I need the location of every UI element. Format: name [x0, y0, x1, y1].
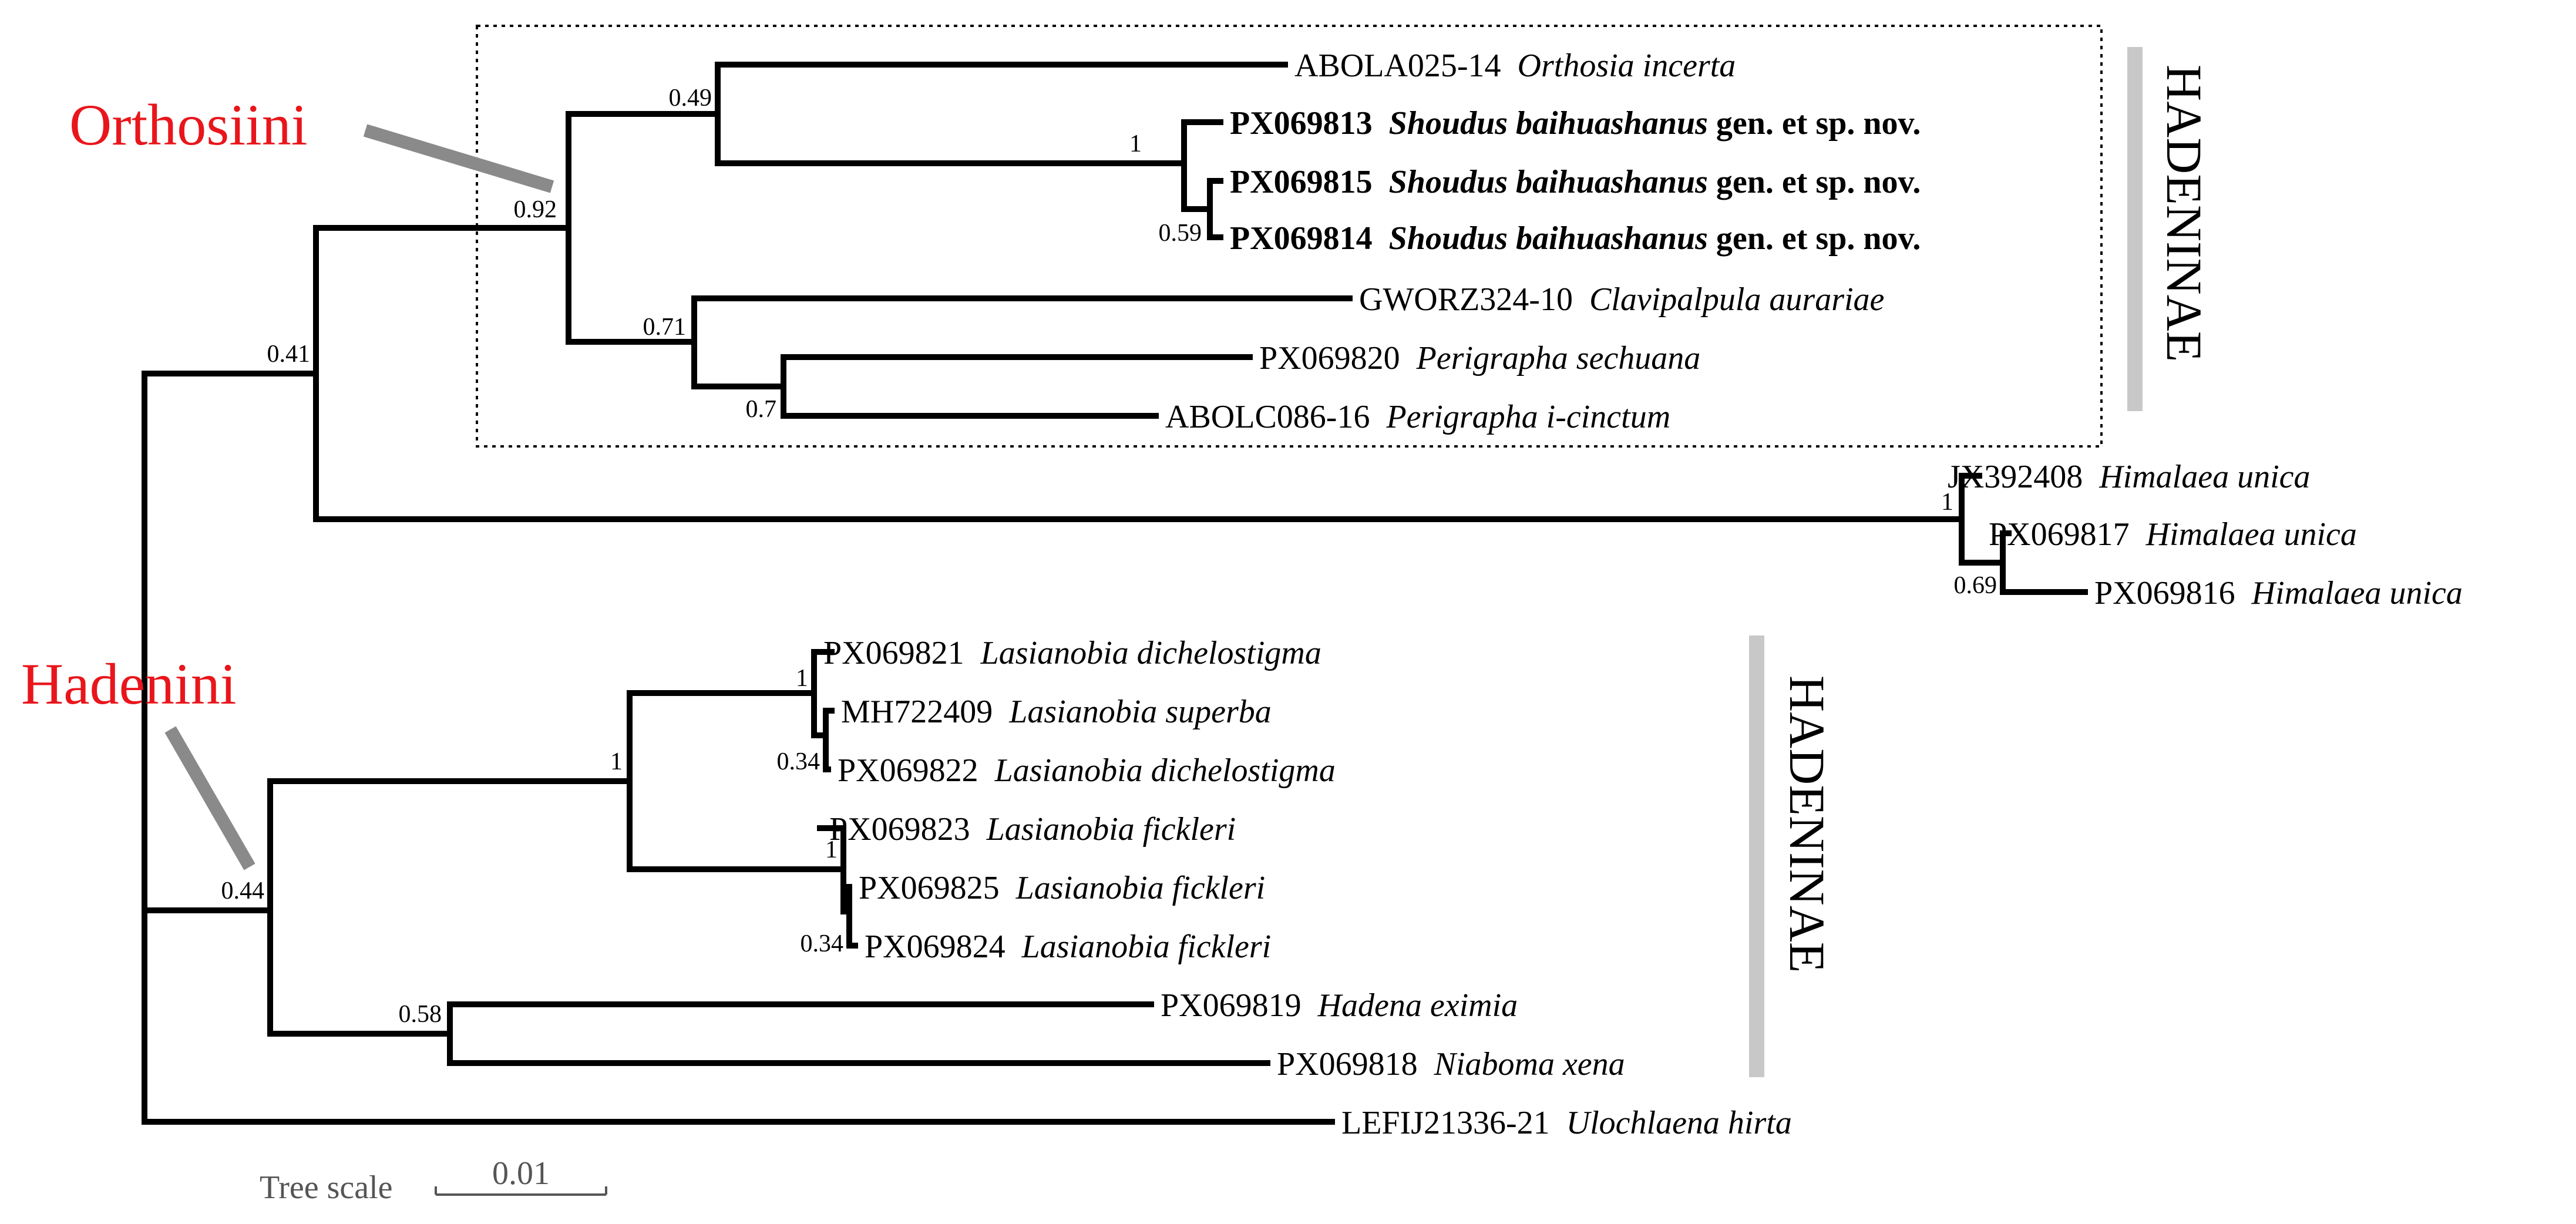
support-value: 0.44	[221, 877, 265, 904]
support-value: 1	[796, 665, 808, 692]
leaf-accession: PX069822	[838, 752, 995, 789]
leaf-label: PX069819 Hadena eximia	[1161, 987, 1518, 1024]
leaf-species: Lasianobia fickleri	[1021, 929, 1272, 965]
leaf-label: MH722409 Lasianobia superba	[841, 694, 1272, 730]
support-value: 0.59	[1159, 220, 1202, 247]
support-values: 0.49 1 0.59 0.92 0.71 0.7 0.41 1 0.69 1 0.34 1 0.34 1…	[221, 85, 1997, 1028]
leaf-species: Shoudus baihuashanus	[1389, 105, 1708, 142]
leaf-accession: PX069814	[1230, 220, 1389, 257]
leaf-label: LEFIJ21336-21 Ulochlaena hirta	[1341, 1105, 1792, 1141]
leaf-label: PX069817 Himalaea unica	[1989, 516, 2357, 553]
leaf-accession: ABOLA025-14	[1294, 48, 1518, 84]
orthosiini-arrow	[363, 124, 554, 193]
support-value: 0.69	[1954, 572, 1997, 599]
leaf-species: Lasianobia fickleri	[986, 811, 1236, 848]
leaf-species: Lasianobia fickleri	[1015, 870, 1266, 906]
leaf-accession: PX069818	[1277, 1046, 1434, 1082]
support-value: 0.34	[777, 748, 820, 775]
leaf-accession: PX069823	[829, 811, 987, 848]
leaf-species: Ulochlaena hirta	[1566, 1105, 1792, 1141]
subfamily-label-bottom: HADENINAE	[1779, 675, 1835, 973]
leaf-accession: PX069819	[1161, 987, 1318, 1024]
leaf-accession: PX069813	[1230, 105, 1389, 142]
leaf-accession: PX069816	[2094, 575, 2252, 611]
subfamily-bar-bottom	[1749, 635, 1764, 1077]
tree-scale: Tree scale 0.01	[260, 1155, 607, 1206]
tree-scale-caption: Tree scale	[260, 1169, 393, 1206]
support-value: 0.41	[267, 341, 311, 368]
leaf-accession: PX069825	[859, 870, 1016, 906]
hadenini-label: Hadenini	[21, 651, 237, 717]
tree-branches	[142, 62, 2088, 1125]
support-value: 0.58	[399, 1001, 442, 1028]
leaf-species: Hadena eximia	[1317, 987, 1518, 1024]
support-value: 1	[825, 836, 838, 863]
leaf-accession: PX069824	[865, 929, 1022, 965]
leaf-species: Lasianobia dichelostigma	[980, 635, 1321, 671]
leaf-label: PX069821 Lasianobia dichelostigma	[823, 635, 1321, 671]
support-value: 0.34	[801, 930, 844, 957]
leaf-species: Shoudus baihuashanus	[1389, 220, 1708, 257]
leaf-suffix: gen. et sp. nov.	[1708, 220, 1921, 257]
support-value: 1	[610, 748, 623, 775]
leaf-species: Perigrapha i-cinctum	[1385, 399, 1670, 435]
support-value: 1	[1941, 489, 1953, 516]
leaf-label: PX069823 Lasianobia fickleri	[829, 811, 1236, 848]
leaf-species: Perigrapha sechuana	[1416, 340, 1701, 376]
leaf-label: PX069825 Lasianobia fickleri	[859, 870, 1265, 906]
subfamily-label-top: HADENINAE	[2156, 65, 2212, 362]
orthosiini-label: Orthosiini	[69, 92, 308, 157]
leaf-accession: LEFIJ21336-21	[1341, 1105, 1566, 1141]
leaf-species: Himalaea unica	[2099, 459, 2310, 495]
leaf-accession: JX392408	[1948, 459, 2099, 495]
leaf-label: PX069813 Shoudus baihuashanus gen. et sp…	[1230, 105, 1921, 142]
leaf-species: Shoudus baihuashanus	[1389, 164, 1708, 200]
leaf-accession: PX069820	[1259, 340, 1417, 376]
hadenini-arrow	[164, 726, 255, 870]
leaf-label: PX069822 Lasianobia dichelostigma	[838, 752, 1336, 789]
leaf-label: PX069824 Lasianobia fickleri	[865, 929, 1271, 965]
leaf-species: Himalaea unica	[2251, 575, 2463, 611]
leaf-accession: PX069815	[1230, 164, 1389, 200]
support-value: 0.71	[643, 314, 687, 341]
leaf-label: GWORZ324-10 Clavipalpula aurariae	[1359, 281, 1884, 318]
leaf-label: PX069820 Perigrapha sechuana	[1259, 340, 1700, 376]
orthosiini-clade-box	[476, 25, 2103, 448]
support-value: 0.49	[669, 85, 712, 112]
leaf-accession: PX069821	[823, 635, 981, 671]
support-value: 0.92	[514, 196, 557, 223]
leaf-label: ABOLA025-14 Orthosia incerta	[1294, 48, 1736, 84]
leaf-accession: PX069817	[1989, 516, 2146, 553]
leaf-species: Orthosia incerta	[1518, 48, 1736, 84]
leaf-species: Himalaea unica	[2145, 516, 2357, 553]
leaf-accession: MH722409	[841, 694, 1009, 730]
subfamily-bar-top	[2127, 47, 2143, 411]
leaf-label: PX069816 Himalaea unica	[2094, 575, 2463, 611]
leaf-suffix: gen. et sp. nov.	[1708, 105, 1921, 142]
leaf-species: Clavipalpula aurariae	[1589, 281, 1884, 318]
leaf-suffix: gen. et sp. nov.	[1708, 164, 1921, 200]
leaf-label: JX392408 Himalaea unica	[1948, 459, 2311, 495]
leaf-accession: ABOLC086-16	[1165, 399, 1386, 435]
tree-scale-value: 0.01	[492, 1155, 550, 1192]
support-value: 0.7	[746, 396, 777, 423]
leaf-accession: GWORZ324-10	[1359, 281, 1589, 318]
leaf-label: ABOLC086-16 Perigrapha i-cinctum	[1165, 399, 1670, 435]
leaf-label: PX069818 Niaboma xena	[1277, 1046, 1625, 1082]
leaf-label: PX069815 Shoudus baihuashanus gen. et sp…	[1230, 164, 1921, 200]
leaf-species: Lasianobia dichelostigma	[994, 752, 1336, 789]
support-value: 1	[1129, 130, 1142, 157]
leaf-species: Niaboma xena	[1434, 1046, 1625, 1082]
leaf-species: Lasianobia superba	[1008, 694, 1272, 730]
leaf-label: PX069814 Shoudus baihuashanus gen. et sp…	[1230, 220, 1921, 257]
